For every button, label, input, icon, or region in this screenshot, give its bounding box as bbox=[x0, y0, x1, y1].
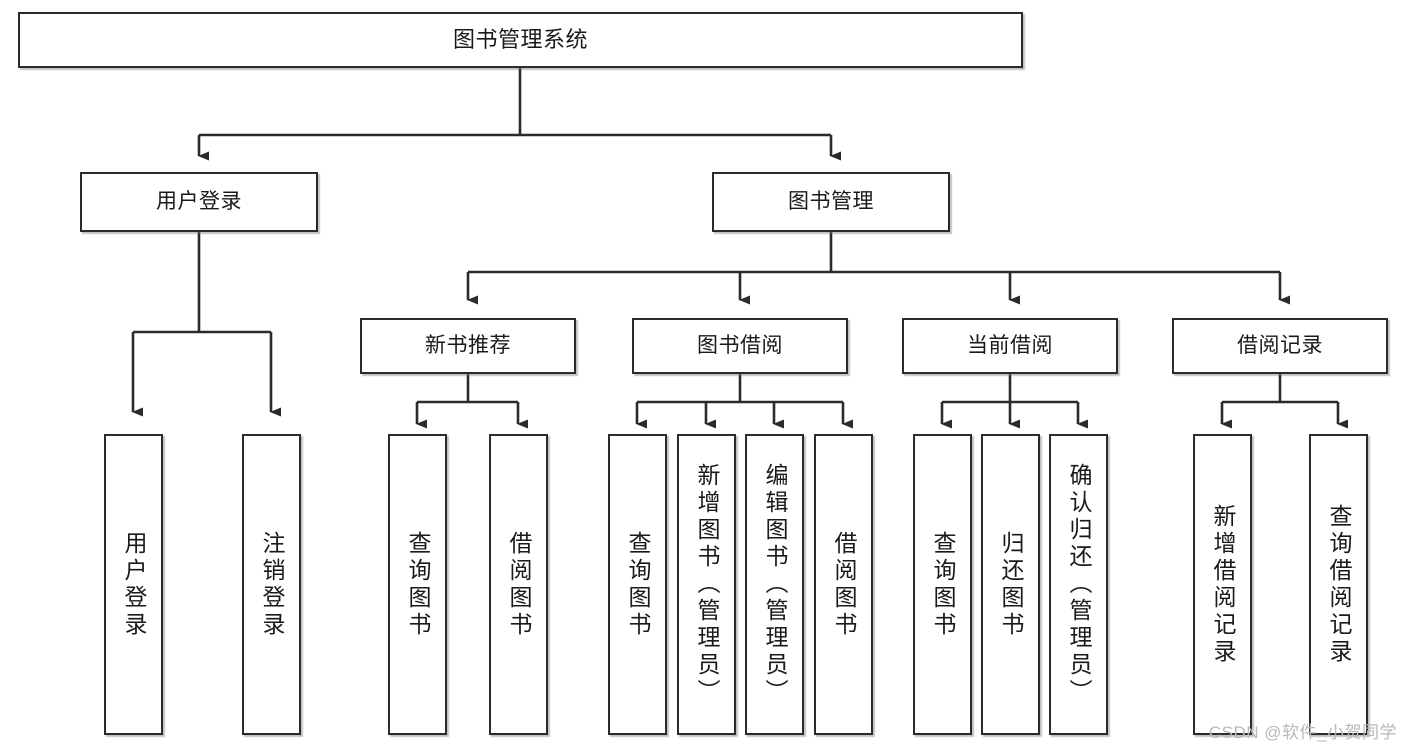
leaf-query-book-new-rec[interactable]: 查询图书 bbox=[388, 434, 447, 735]
leaf-add-book-admin[interactable]: 新增图书（管理员） bbox=[677, 434, 736, 735]
leaf-query-book-new-rec-label: 查询图书 bbox=[405, 530, 431, 639]
leaf-query-book-current-label: 查询图书 bbox=[930, 530, 956, 639]
node-current-borrowing[interactable]: 当前借阅 bbox=[902, 318, 1118, 374]
leaf-borrow-book-borrowing[interactable]: 借阅图书 bbox=[814, 434, 873, 735]
leaf-query-book-current[interactable]: 查询图书 bbox=[913, 434, 972, 735]
leaf-user-login[interactable]: 用户登录 bbox=[104, 434, 163, 735]
node-user-login-label: 用户登录 bbox=[156, 190, 242, 214]
leaf-edit-book-admin-label: 编辑图书（管理员） bbox=[762, 463, 788, 706]
leaf-add-borrowing-record[interactable]: 新增借阅记录 bbox=[1193, 434, 1252, 735]
node-borrowing-record-label: 借阅记录 bbox=[1237, 334, 1323, 358]
node-user-login[interactable]: 用户登录 bbox=[80, 172, 318, 232]
csdn-watermark: CSDN @软件_小贺同学 bbox=[1208, 723, 1397, 742]
node-book-management[interactable]: 图书管理 bbox=[712, 172, 950, 232]
node-book-management-label: 图书管理 bbox=[788, 190, 874, 214]
leaf-confirm-return-admin[interactable]: 确认归还（管理员） bbox=[1049, 434, 1108, 735]
leaf-query-book-borrowing-label: 查询图书 bbox=[625, 530, 651, 639]
node-root-label: 图书管理系统 bbox=[452, 26, 588, 52]
node-book-borrowing-label: 图书借阅 bbox=[697, 334, 783, 358]
leaf-query-borrowing-record[interactable]: 查询借阅记录 bbox=[1309, 434, 1368, 735]
leaf-return-book-label: 归还图书 bbox=[998, 530, 1024, 639]
node-current-borrowing-label: 当前借阅 bbox=[967, 334, 1053, 358]
leaf-query-borrowing-record-label: 查询借阅记录 bbox=[1326, 503, 1352, 666]
leaf-add-borrowing-record-label: 新增借阅记录 bbox=[1210, 503, 1236, 666]
node-borrowing-record[interactable]: 借阅记录 bbox=[1172, 318, 1388, 374]
leaf-query-book-borrowing[interactable]: 查询图书 bbox=[608, 434, 667, 735]
node-book-borrowing[interactable]: 图书借阅 bbox=[632, 318, 848, 374]
leaf-logout[interactable]: 注销登录 bbox=[242, 434, 301, 735]
leaf-edit-book-admin[interactable]: 编辑图书（管理员） bbox=[745, 434, 804, 735]
leaf-add-book-admin-label: 新增图书（管理员） bbox=[694, 463, 720, 706]
leaf-borrow-book-new-rec-label: 借阅图书 bbox=[506, 530, 532, 639]
node-root[interactable]: 图书管理系统 bbox=[18, 12, 1023, 68]
node-new-book-recommendation[interactable]: 新书推荐 bbox=[360, 318, 576, 374]
leaf-logout-label: 注销登录 bbox=[259, 530, 285, 639]
node-new-book-recommendation-label: 新书推荐 bbox=[425, 334, 511, 358]
leaf-user-login-label: 用户登录 bbox=[121, 530, 147, 639]
leaf-borrow-book-new-rec[interactable]: 借阅图书 bbox=[489, 434, 548, 735]
leaf-confirm-return-admin-label: 确认归还（管理员） bbox=[1066, 463, 1092, 706]
leaf-return-book[interactable]: 归还图书 bbox=[981, 434, 1040, 735]
leaf-borrow-book-borrowing-label: 借阅图书 bbox=[831, 530, 857, 639]
